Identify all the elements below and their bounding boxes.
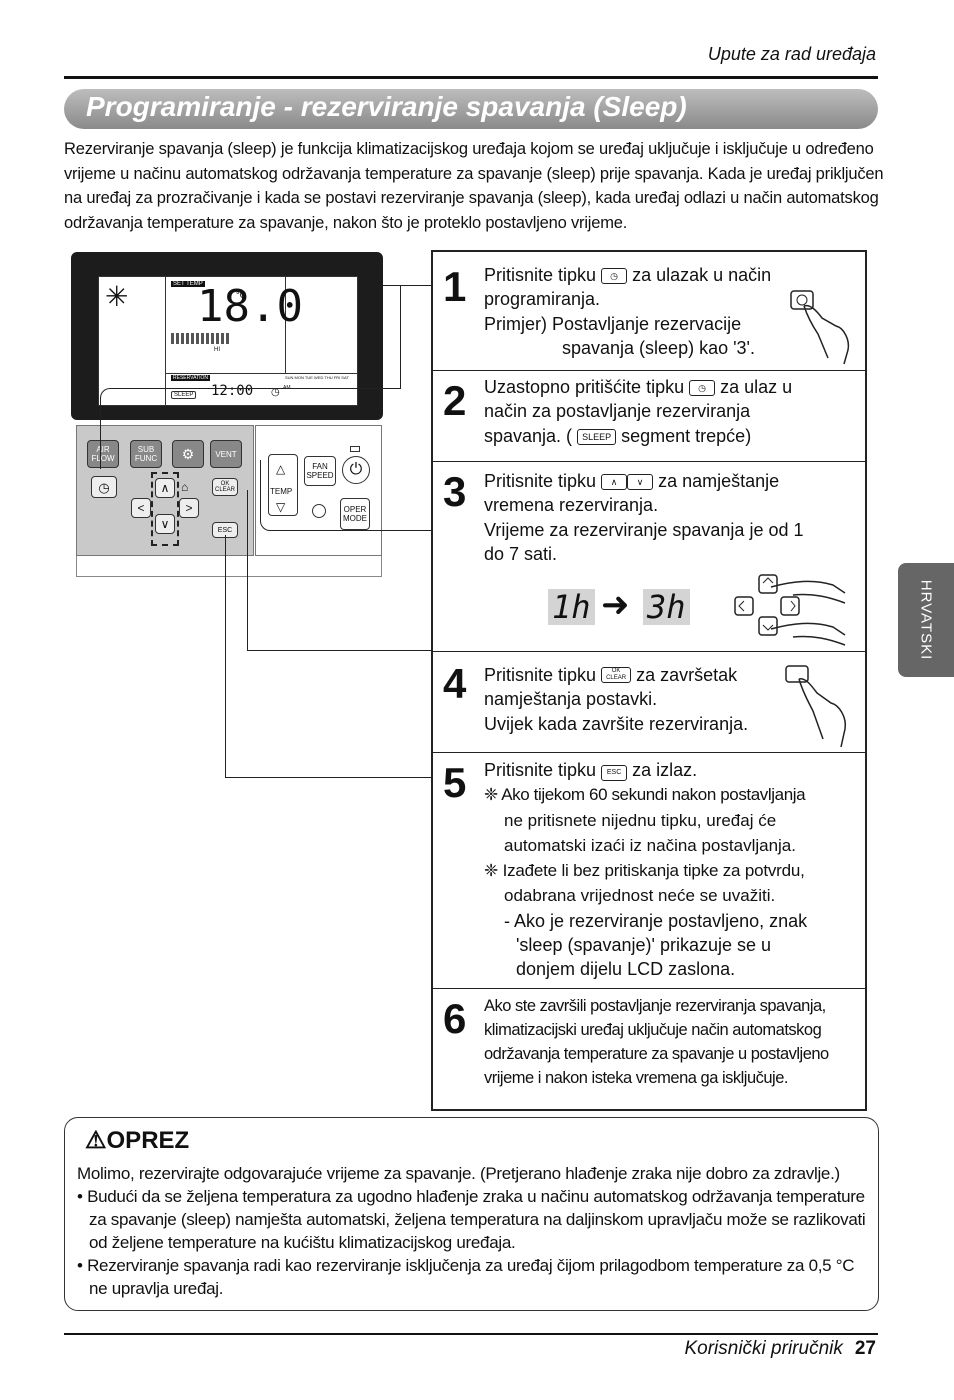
- sleep-segment-icon: SLEEP: [577, 428, 617, 445]
- connector-line-4: [247, 490, 432, 651]
- sub-func-button[interactable]: SUB FUNC: [130, 440, 162, 468]
- clock-key-icon: ◷: [689, 380, 716, 396]
- lcd-reservation: RESERVATION: [171, 375, 211, 381]
- language-tab-label: HRVATSKI: [917, 579, 935, 661]
- settings-button[interactable]: ⚙: [172, 440, 204, 468]
- caution-bullet: • Budući da se željena temperatura za ug…: [77, 1187, 866, 1252]
- intro-paragraph: Rezerviranje spavanja (sleep) je funkcij…: [64, 140, 884, 232]
- lcd-clock: 12:00: [211, 383, 254, 399]
- caution-box: ⚠OPREZ Molimo, rezervirajte odgovarajuće…: [64, 1117, 879, 1311]
- title-banner: Programiranje - rezerviranje spavanja (S…: [64, 89, 878, 129]
- lcd-days: SUN MON TUE WED THU FRI SAT: [285, 375, 349, 380]
- lcd-hi: HI: [214, 347, 220, 353]
- caution-intro: Molimo, rezervirajte odgovarajuće vrijem…: [77, 1164, 840, 1183]
- air-flow-button[interactable]: AIR FLOW: [87, 440, 119, 468]
- ok-clear-button[interactable]: OK CLEAR: [212, 478, 238, 496]
- remote-bottom-edge: [76, 556, 382, 577]
- step-5: 5 Pritisnite tipku ESC za izlaz. ❈ Ako t…: [433, 752, 865, 989]
- connector-line-1: [383, 285, 431, 286]
- reservation-button[interactable]: ◷: [91, 476, 117, 498]
- power-button[interactable]: ⏻: [342, 456, 370, 484]
- up-button[interactable]: ∧: [155, 478, 175, 498]
- snowflake-icon: ✳: [105, 281, 129, 312]
- temp-rocker[interactable]: [268, 454, 298, 516]
- bottom-rule: [64, 1333, 878, 1335]
- indicator-led: [350, 446, 360, 452]
- right-button[interactable]: >: [179, 498, 199, 518]
- page-title: Programiranje - rezerviranje spavanja (S…: [86, 91, 687, 122]
- caution-body: Molimo, rezervirajte odgovarajuće vrijem…: [77, 1162, 867, 1300]
- step-text: Pritisnite tipku ESC za izlaz. ❈ Ako tij…: [484, 760, 808, 980]
- lcd-unit: °C: [236, 290, 247, 300]
- step-number: 3: [443, 468, 467, 515]
- top-rule: [64, 76, 878, 79]
- fan-speed-button[interactable]: FAN SPEED: [304, 456, 336, 486]
- connector-line-2b: [400, 285, 401, 388]
- clock-key-icon: ◷: [601, 268, 628, 284]
- step-number: 2: [443, 377, 467, 424]
- clock-icon: ◷: [98, 479, 110, 495]
- small-round-button[interactable]: [312, 504, 326, 518]
- temp-label: TEMP: [270, 487, 293, 496]
- segment-to: 3h: [643, 589, 690, 625]
- lcd-fan-bars: [171, 333, 229, 344]
- lcd-sleep: SLEEP: [171, 391, 197, 399]
- steps-table: 1 Pritisnite tipku ◷ za ulazak u način p…: [431, 250, 867, 1111]
- connector-line-5: [225, 535, 432, 778]
- temp-down-button[interactable]: ▽: [276, 500, 286, 514]
- updown-highlight: [151, 472, 179, 546]
- footer-text: Korisnički priručnik: [684, 1338, 843, 1359]
- oper-mode-button[interactable]: OPER MODE: [340, 498, 370, 530]
- segment-from: 1h: [548, 589, 595, 625]
- step-text: Ako ste završili postavljanje rezerviran…: [484, 997, 829, 1087]
- up-key-icon: ∧: [601, 474, 628, 490]
- step-3: 3 Pritisnite tipku ∧∨ za namještanje vre…: [433, 461, 865, 652]
- language-tab: HRVATSKI: [898, 563, 954, 677]
- power-icon: ⏻: [349, 461, 363, 478]
- step-1: 1 Pritisnite tipku ◷ za ulazak u način p…: [433, 252, 865, 371]
- page-number: 27: [854, 1338, 876, 1359]
- step-6: 6 Ako ste završili postavljanje rezervir…: [433, 988, 865, 1109]
- esc-key-icon: ESC: [601, 765, 628, 781]
- step-text: Uzastopno pritišćite tipku ◷ za ulaz u n…: [484, 377, 793, 446]
- remote-main-panel: △ ▽ TEMP FAN SPEED ⏻ OPER MODE: [255, 425, 382, 556]
- step-number: 1: [443, 263, 467, 310]
- lcd-divider: [285, 277, 286, 373]
- hand-press-icon: [790, 290, 850, 365]
- down-button[interactable]: ∨: [155, 514, 175, 534]
- vent-button[interactable]: VENT: [210, 440, 242, 468]
- left-button[interactable]: <: [131, 498, 151, 518]
- step-number: 4: [443, 660, 467, 707]
- arrow-right-icon: ➜: [601, 586, 630, 624]
- connector-line-2: [100, 388, 401, 469]
- lcd-temperature: 18.0: [197, 281, 303, 332]
- temp-up-button[interactable]: △: [276, 462, 286, 476]
- lcd-divider: [165, 373, 357, 374]
- remote-button-panel: AIR FLOW SUB FUNC ⚙ VENT ◷ ∧ ∨ < > ⌂ OK …: [76, 425, 254, 556]
- lcd-set-temp-label: SET TEMP: [171, 281, 205, 287]
- step-2: 2 Uzastopno pritišćite tipku ◷ za ulaz u…: [433, 370, 865, 462]
- footer: Korisnički priručnik 27: [684, 1338, 876, 1360]
- home-icon: ⌂: [181, 480, 189, 494]
- down-key-icon: ∨: [627, 474, 654, 490]
- warning-icon: ⚠: [85, 1127, 107, 1154]
- hands-updown-icon: [734, 574, 846, 646]
- header-text: Upute za rad uređaja: [707, 44, 876, 64]
- gear-icon: ⚙: [181, 445, 195, 462]
- lcd-divider: [165, 277, 166, 405]
- step-text: Pritisnite tipku ◷ za ulazak u način pro…: [484, 265, 772, 358]
- clock-icon: ◷: [271, 387, 280, 398]
- step-text: Pritisnite tipku ∧∨ za namještanje vreme…: [484, 471, 804, 564]
- step-number: 6: [443, 995, 467, 1042]
- hand-press-icon: [785, 665, 847, 748]
- caution-bullet: • Rezerviranje spavanja radi kao rezervi…: [77, 1256, 855, 1298]
- connector-line-3: [260, 460, 432, 531]
- caution-title: ⚠OPREZ: [85, 1127, 190, 1154]
- remote-lcd: ✳ SET TEMP 18.0 °C HI RESERVATION SUN MO…: [98, 276, 358, 406]
- step-number: 5: [443, 759, 467, 806]
